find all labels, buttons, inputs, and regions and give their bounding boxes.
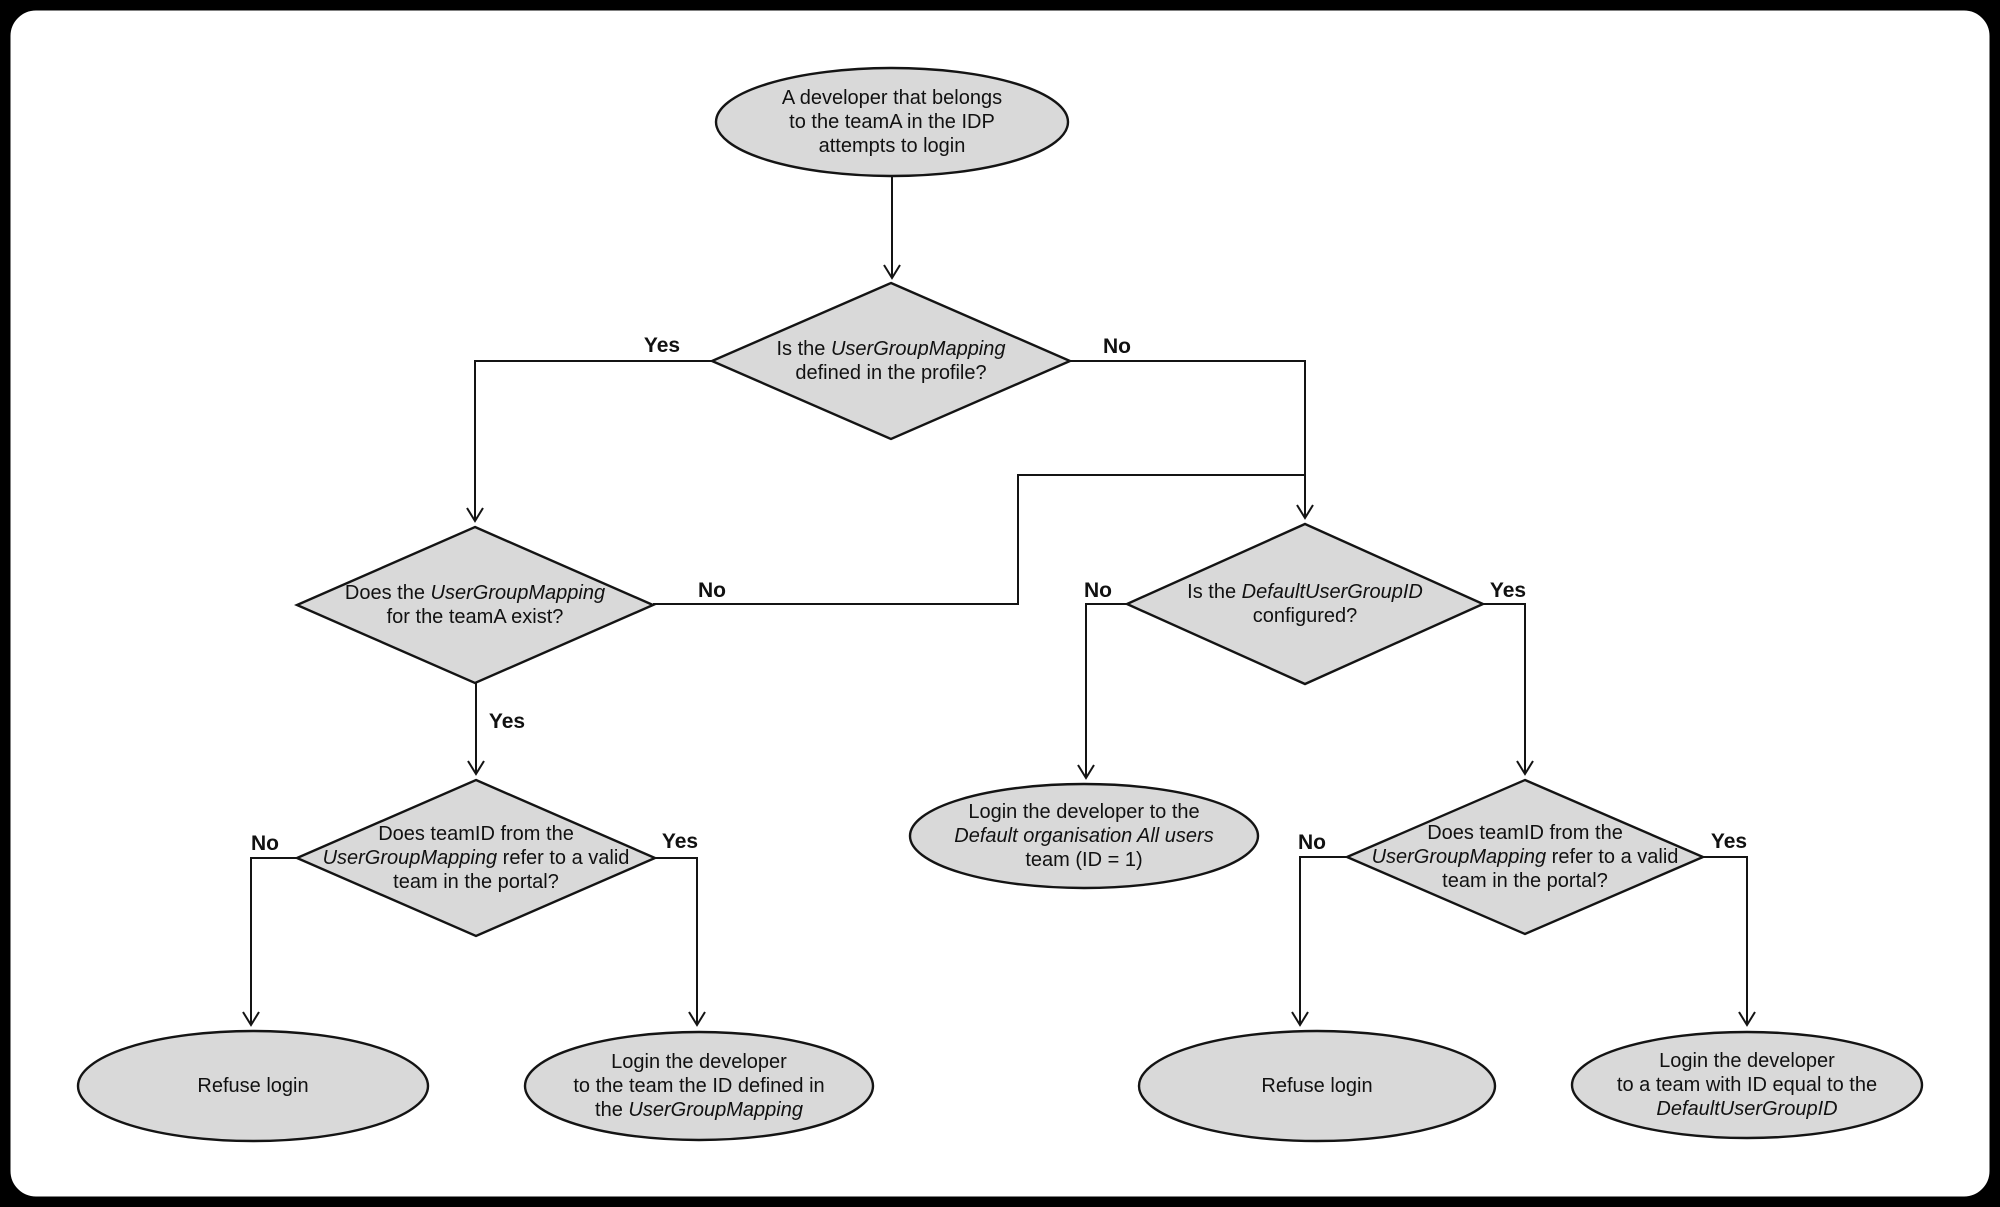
start-ellipse xyxy=(714,66,1070,178)
edge-d5-no xyxy=(1291,856,1347,1027)
end-refuse-login-left-ellipse xyxy=(76,1029,430,1143)
decision-mapping-exists xyxy=(294,525,656,685)
edge-d5-yes xyxy=(1703,856,1756,1027)
edge-d3-yes xyxy=(1483,603,1534,776)
edge-d4-no xyxy=(242,857,297,1027)
decision-teamid-valid-left xyxy=(293,778,659,938)
edge-d2-no xyxy=(653,474,1305,605)
decision-usergroupmapping-defined xyxy=(708,281,1074,441)
end-login-default-team-ellipse xyxy=(908,782,1260,890)
end-login-mapping-team-ellipse xyxy=(523,1030,875,1142)
edge-d1-yes xyxy=(466,360,712,523)
end-refuse-login-right-ellipse xyxy=(1137,1029,1497,1143)
edge-d1-no xyxy=(1070,360,1314,520)
decision-defaultusergroupid-configured xyxy=(1124,522,1486,686)
edge-d3-no xyxy=(1077,603,1127,780)
edge-d4-yes xyxy=(655,857,706,1027)
decision-teamid-valid-right xyxy=(1343,778,1707,936)
end-login-defaultid-team-ellipse xyxy=(1570,1030,1924,1140)
